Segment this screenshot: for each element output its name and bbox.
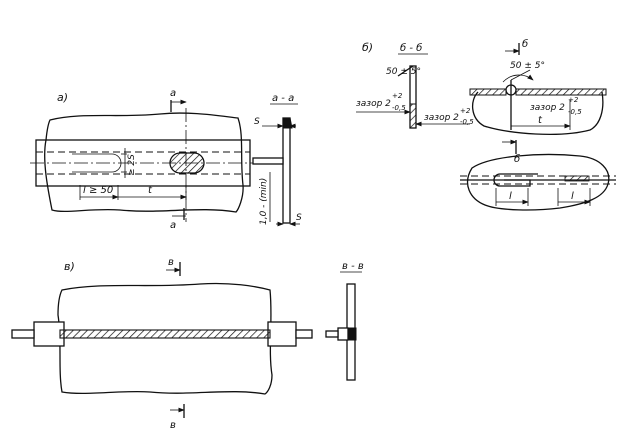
view-v-plate-outline	[57, 282, 273, 395]
view-a-cut-mark-bottom: а	[170, 220, 176, 231]
view-b-gap-tol-lower: -0,5	[568, 108, 582, 116]
view-b-hook	[493, 173, 538, 187]
view-b-bottom-plate	[467, 153, 610, 211]
view-b-dim-pitch: t	[538, 115, 543, 126]
section-b-gap-right: зазор 2	[424, 113, 459, 123]
view-v-label: в)	[64, 260, 75, 273]
view-b-dim-l2: l	[571, 191, 574, 202]
view-v-rod-right	[295, 329, 313, 339]
section-a: а - а S 1,0 - (min) S	[252, 93, 302, 227]
view-a-dim-width: ≥ 2S	[127, 154, 137, 176]
section-a-vertical-plate	[282, 117, 291, 224]
section-v: в - в	[325, 261, 364, 381]
view-b-cut-mark-top: б	[522, 38, 528, 50]
view-b-gap: зазор 2	[530, 103, 565, 113]
view-a-label: а)	[57, 91, 68, 104]
section-b-plate-base	[409, 103, 417, 129]
section-a-dim-min: 1,0 - (min)	[259, 178, 269, 225]
view-a-dim-length: l ≥ 50	[83, 185, 113, 196]
section-a-title: а - а	[272, 93, 294, 104]
view-b-gap-tol-upper: +2	[568, 96, 579, 104]
view-v: в) в в	[11, 257, 313, 431]
section-b-tol-upper-right: +2	[460, 107, 471, 115]
view-a-cut-mark-top: а	[170, 88, 176, 99]
section-b-tol-upper-left: +2	[392, 92, 403, 100]
section-v-title: в - в	[342, 261, 364, 272]
section-b-title: б - б	[400, 42, 422, 54]
section-b-gap-left: зазор 2	[356, 99, 391, 109]
view-a-slot-open	[72, 153, 122, 173]
view-v-rod-left	[11, 329, 35, 339]
view-b-top-plate	[472, 91, 604, 136]
view-v-strip-left	[33, 321, 65, 347]
section-b: б - б 50 ± 5° зазор 2 +2 -0,5 зазор 2 +2…	[356, 42, 474, 129]
view-a-plate-outline	[44, 112, 244, 213]
section-v-rod	[325, 330, 339, 338]
view-b-weld	[564, 175, 590, 182]
section-b-tol-lower-left: -0,5	[392, 104, 406, 112]
view-a: а) ≥ 2S l ≥ 50 t а а	[30, 88, 256, 231]
view-b-angle: 50 ± 5°	[510, 61, 545, 71]
view-b-top-sheet-left	[469, 88, 507, 96]
view-v-cut-mark-top: в	[168, 257, 174, 268]
view-b-top-sheet-right	[515, 88, 607, 96]
view-b-dim-l1: l	[509, 191, 512, 202]
view-v-weld-seam	[59, 329, 271, 339]
view-a-dim-pitch: t	[148, 185, 153, 196]
section-a-strip	[252, 157, 284, 165]
view-b-cut-mark-bottom: б	[514, 153, 520, 165]
view-b-label: б)	[362, 41, 373, 54]
view-v-cut-mark-bottom: в	[170, 420, 176, 431]
section-a-weld	[282, 117, 293, 129]
section-a-s-top: S	[254, 117, 260, 127]
section-v-weld	[347, 327, 357, 341]
section-v-strip	[337, 327, 349, 341]
view-v-strip-right	[267, 321, 297, 347]
section-b-tol-lower-right: -0,5	[460, 118, 474, 126]
view-b: б) 50 ± 5° б зазор 2 +2 -0,5 t б l	[362, 38, 616, 211]
section-a-s-bottom: S	[296, 213, 302, 223]
section-b-angle: 50 ± 5°	[386, 67, 421, 77]
view-a-slot-weld	[169, 152, 205, 174]
